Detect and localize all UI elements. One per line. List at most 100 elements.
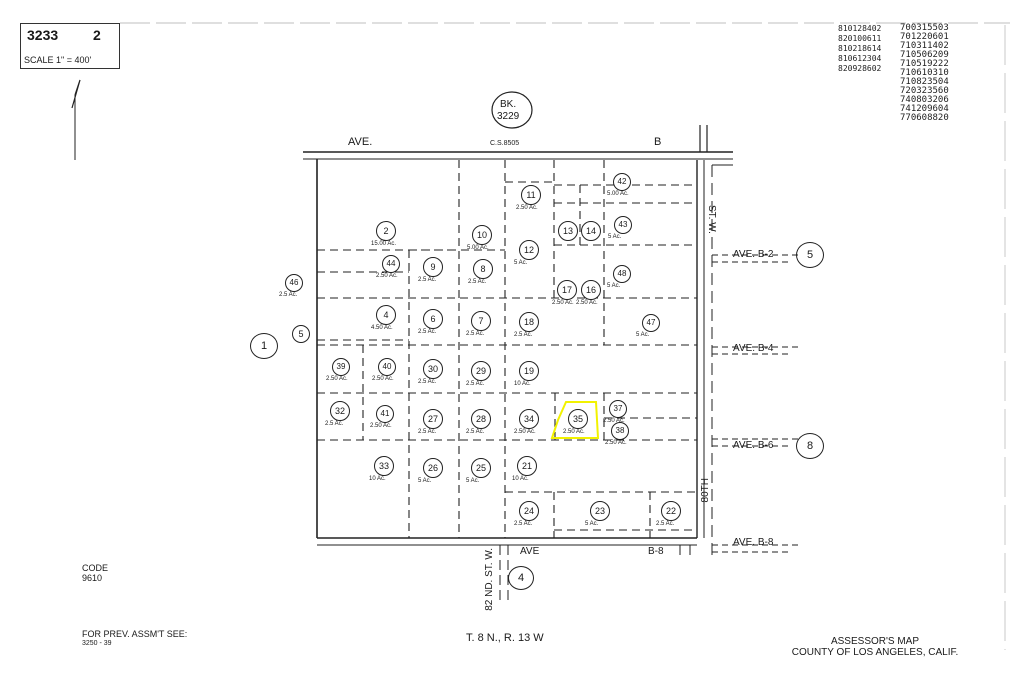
parcel-27[interactable]: 27 (423, 409, 443, 429)
parcel-47-area: 5 Ac. (636, 332, 650, 338)
parcel-44-area: 2.50 Ac. (376, 273, 398, 279)
parcel-7[interactable]: 7 (471, 311, 491, 331)
parcel-11[interactable]: 11 (521, 185, 541, 205)
map-number-box: 3233 2 SCALE 1" = 400' (20, 23, 120, 69)
parcel-38[interactable]: 38 (611, 422, 629, 440)
map-page-number: 2 (93, 27, 101, 43)
code-label: CODE (82, 563, 109, 573)
code-block: CODE 9610 (82, 563, 108, 583)
parcel-33-area: 10 Ac. (369, 476, 386, 482)
adjacent-page-4[interactable]: 4 (508, 566, 534, 590)
parcel-30[interactable]: 30 (423, 359, 443, 379)
parcel-39-area: 2.50 Ac. (326, 376, 348, 382)
parcel-34[interactable]: 34 (519, 409, 539, 429)
parcel-12[interactable]: 12 (519, 240, 539, 260)
parcel-25-area: 5 Ac. (466, 478, 480, 484)
adjacent-page-5-left[interactable]: 5 (292, 325, 310, 343)
north-arrow-icon (71, 79, 81, 160)
parcel-29[interactable]: 29 (471, 361, 491, 381)
parcel-24[interactable]: 24 (519, 501, 539, 521)
parcel-22[interactable]: 22 (661, 501, 681, 521)
parcel-38-area: 2.50 Ac. (605, 440, 627, 446)
map-title: ASSESSOR'S MAP COUNTY OF LOS ANGELES, CA… (780, 636, 970, 658)
previous-assessment-label: FOR PREV. ASSM'T SEE: (82, 629, 188, 639)
bottom-avenue-letter: B-8 (648, 546, 664, 557)
parcel-37-area: 2.50 Ac. (603, 418, 625, 424)
parcel-13[interactable]: 13 (558, 221, 578, 241)
avenue-b4-label: AVE. B-4 (733, 343, 774, 354)
avenue-b8-label: AVE. B-8 (733, 537, 774, 548)
reference-number: 810612304 (838, 54, 882, 63)
parcel-42[interactable]: 42 (613, 173, 631, 191)
previous-assessment-value: 3250 - 39 (82, 640, 112, 647)
parcel-33[interactable]: 33 (374, 456, 394, 476)
parcel-26[interactable]: 26 (423, 458, 443, 478)
township-range: T. 8 N., R. 13 W (466, 632, 544, 644)
map-book-number: 3233 (27, 27, 59, 43)
parcel-9[interactable]: 9 (423, 257, 443, 277)
parcel-6[interactable]: 6 (423, 309, 443, 329)
top-avenue-label: AVE. (348, 136, 373, 148)
parcel-17-area: 2.50 Ac. (552, 300, 574, 306)
parcel-37[interactable]: 37 (609, 400, 627, 418)
parcel-19-area: 10 Ac. (514, 381, 531, 387)
right-street-label: ST. W. (706, 205, 717, 234)
reference-number: 810128402 (838, 24, 882, 33)
reference-number-list: 700315503 701220601 710311402 710506209 … (900, 24, 1000, 123)
parcel-18[interactable]: 18 (519, 312, 539, 332)
parcel-24-area: 2.5 Ac. (514, 521, 533, 527)
parcel-2[interactable]: 2 (376, 221, 396, 241)
parcel-22-area: 2.5 Ac. (656, 521, 675, 527)
parcel-23-area: 5 Ac. (585, 521, 599, 527)
parcel-43[interactable]: 43 (614, 216, 632, 234)
parcel-9-area: 2.5 Ac. (418, 277, 437, 283)
cs-label: C.S.8505 (490, 140, 520, 147)
parcel-11-area: 2.50 Ac. (516, 205, 538, 211)
parcel-16[interactable]: 16 (581, 280, 601, 300)
parcel-30-area: 2.5 Ac. (418, 379, 437, 385)
adjacent-page-1[interactable]: 1 (250, 333, 278, 359)
avenue-b2-label: AVE. B-2 (733, 249, 774, 260)
parcel-21[interactable]: 21 (517, 456, 537, 476)
reference-number: 710610310 (900, 68, 949, 78)
parcel-10[interactable]: 10 (472, 225, 492, 245)
parcel-41-area: 2.50 Ac. (370, 423, 392, 429)
adjacent-page-5[interactable]: 5 (796, 242, 824, 268)
parcel-4[interactable]: 4 (376, 305, 396, 325)
reference-number: 741209604 (900, 104, 949, 114)
parcel-39[interactable]: 39 (332, 358, 350, 376)
parcel-28[interactable]: 28 (471, 409, 491, 429)
parcel-35[interactable]: 35 (568, 409, 588, 429)
parcel-32[interactable]: 32 (330, 401, 350, 421)
parcel-23[interactable]: 23 (590, 501, 610, 521)
parcel-48[interactable]: 48 (613, 265, 631, 283)
parcel-42-area: 5.00 Ac. (607, 191, 629, 197)
book-ref-number: 3229 (497, 111, 520, 122)
map-title-line-2: COUNTY OF LOS ANGELES, CALIF. (791, 647, 959, 658)
parcel-41[interactable]: 41 (376, 405, 394, 423)
parcel-40[interactable]: 40 (378, 358, 396, 376)
book-reference-circle (491, 91, 533, 129)
parcel-32-area: 2.5 Ac. (325, 421, 344, 427)
adjacent-page-8[interactable]: 8 (796, 433, 824, 459)
parcel-8[interactable]: 8 (473, 259, 493, 279)
parcel-46-area: 2.5 Ac. (279, 292, 298, 298)
parcel-47[interactable]: 47 (642, 314, 660, 332)
map-title-line-1: ASSESSOR'S MAP (830, 636, 920, 647)
reference-number: 740803206 (900, 95, 949, 105)
code-value: 9610 (82, 573, 103, 583)
parcel-44[interactable]: 44 (382, 255, 400, 273)
right-street-number: 80TH (700, 478, 711, 503)
parcel-35-area: 2.50 Ac. (563, 429, 585, 435)
reference-number: 820928602 (838, 64, 882, 73)
parcel-14[interactable]: 14 (581, 221, 601, 241)
parcel-46[interactable]: 46 (285, 274, 303, 292)
left-street-label: 82 ND. ST. W. (484, 548, 495, 611)
reference-number: 770608820 (900, 113, 949, 123)
reference-number: 810218614 (838, 44, 882, 53)
parcel-19[interactable]: 19 (519, 361, 539, 381)
parcel-17[interactable]: 17 (557, 280, 577, 300)
parcel-40-area: 2.50 Ac. (372, 376, 394, 382)
parcel-25[interactable]: 25 (471, 458, 491, 478)
